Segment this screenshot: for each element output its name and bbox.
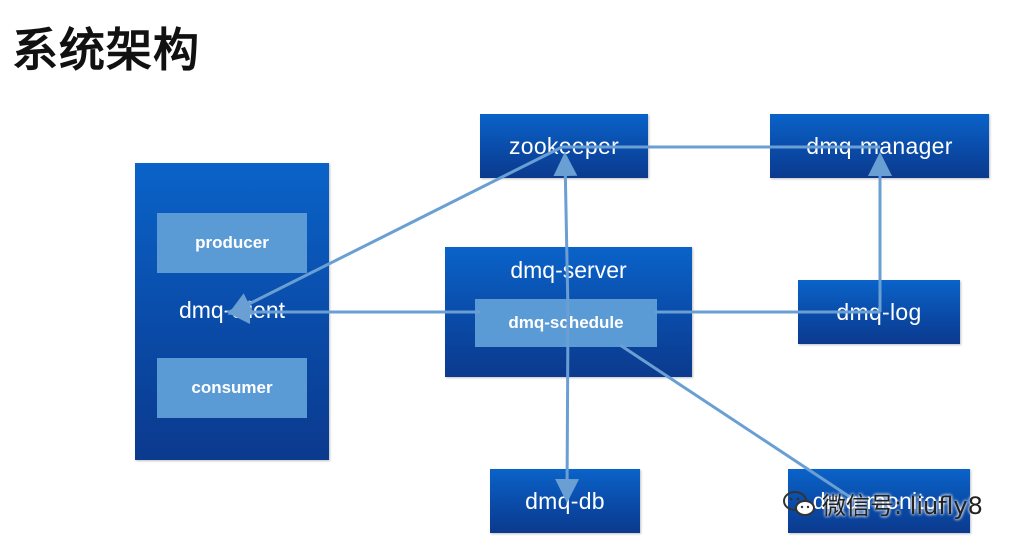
producer-box: producer — [157, 213, 307, 273]
dmq-log-box: dmq-log — [798, 280, 960, 344]
zookeeper-label: zookeeper — [508, 132, 620, 159]
dmq-manager-box: dmq-manager — [770, 114, 989, 178]
page-title: 系统架构 — [12, 23, 200, 77]
dmq-server-box: dmq-server dmq-schedule — [445, 247, 692, 377]
dmq-schedule-box: dmq-schedule — [475, 299, 657, 347]
dmq-manager-label: dmq-manager — [806, 132, 953, 159]
dmq-schedule-label: dmq-schedule — [508, 313, 624, 332]
dmq-db-box: dmq-db — [490, 469, 640, 533]
watermark-text: 微信号: liufly8 — [822, 492, 983, 520]
dmq-monitor-box: dmq-monitor — [788, 469, 970, 533]
wechat-icon — [783, 490, 815, 516]
dmq-server-label: dmq-server — [510, 257, 627, 283]
dmq-client-label: dmq-client — [178, 297, 286, 323]
consumer-label: consumer — [191, 378, 273, 397]
producer-label: producer — [195, 233, 269, 252]
dmq-client-box: producer dmq-client consumer — [135, 163, 329, 460]
consumer-box: consumer — [157, 358, 307, 418]
dmq-log-label: dmq-log — [836, 298, 922, 325]
zookeeper-box: zookeeper — [480, 114, 648, 178]
wechat-watermark: 微信号: liufly8 — [782, 486, 983, 521]
dmq-db-label: dmq-db — [525, 487, 605, 514]
